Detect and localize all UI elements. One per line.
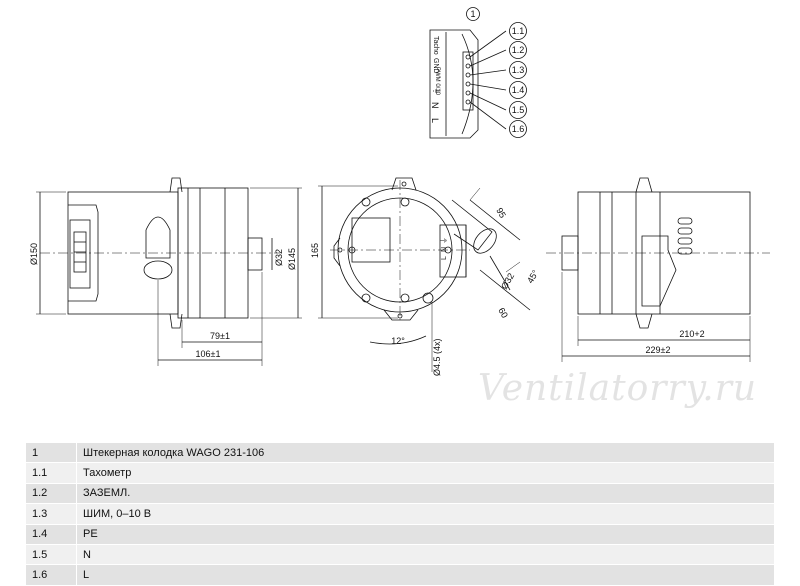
front-mini-label-n: N [441, 247, 448, 252]
legend-desc: L [76, 564, 774, 586]
callout-bubble-1-4 [509, 81, 527, 99]
callout-1-6: 1.6 [512, 124, 525, 134]
dim-front-dist: 95 [494, 206, 508, 220]
front-motor-block [351, 217, 391, 263]
connector-detail [429, 7, 527, 139]
legend-desc: ШИМ, 0–10 В [76, 503, 774, 525]
watermark: Ventilatorry.ru [478, 368, 758, 409]
dim-left-len-b: 106±1 [196, 349, 221, 359]
callout-bubble-1-3 [509, 61, 527, 79]
dim-front-angle-bottom: 12° [391, 336, 405, 346]
legend-num: 1.3 [26, 503, 77, 525]
dim-front-angle-side: 45° [525, 268, 541, 285]
callout-1: 1 [470, 9, 475, 19]
callout-bubble-1 [466, 7, 480, 21]
legend-desc: N [76, 544, 774, 566]
connector-outline [429, 29, 479, 139]
terminal-label-l: L [430, 118, 440, 123]
callout-1-4: 1.4 [512, 85, 525, 95]
front-outlet [451, 199, 493, 251]
dim-left-dia-spigot: Ø32 [274, 249, 284, 266]
legend-desc: Тахометр [76, 462, 774, 484]
callout-bubble-1-6 [509, 120, 527, 138]
terminal-label-ground: ⏚ [432, 87, 441, 95]
legend-num: 1.4 [26, 524, 77, 545]
dim-right-len-a: 210+2 [679, 329, 704, 339]
legend-num: 1 [26, 443, 77, 464]
legend-desc: Штекерная колодка WAGO 231-106 [76, 443, 774, 464]
dim-front-dia: Ø32 [499, 271, 516, 291]
callout-1-3: 1.3 [512, 65, 525, 75]
connector-terminals [465, 54, 471, 105]
callout-bubble-1-1 [509, 22, 527, 40]
front-mini-label-ground: ⏚ [440, 237, 448, 244]
legend-num: 1.5 [26, 544, 77, 566]
legend-num: 1.2 [26, 483, 77, 505]
callout-1-1: 1.1 [512, 26, 525, 36]
left-spigot [247, 237, 263, 271]
dim-front-offset: 60 [496, 306, 510, 320]
callout-1-2: 1.2 [512, 45, 525, 55]
legend-desc: PE [76, 524, 774, 545]
dim-left-dia-body: Ø145 [287, 248, 297, 270]
terminal-label-pwm: PWM 0/10 [434, 67, 440, 96]
terminal-label-gnd: GND [432, 58, 439, 74]
callout-bubble-1-5 [509, 101, 527, 119]
right-side-view [546, 177, 770, 362]
cable-gland [145, 216, 171, 259]
technical-drawing: 1 1.1 1.2 1.3 1.4 1.5 1.6 Tacho GND PWM … [29, 7, 770, 376]
terminal-label-tacho: Tacho [432, 36, 439, 55]
callout-bubble-1-2 [509, 41, 527, 59]
dim-left-len-a: 79±1 [210, 331, 230, 341]
right-plug-stack [677, 217, 693, 255]
legend-num: 1.6 [26, 564, 77, 586]
dim-left-dia-outer: Ø150 [29, 243, 39, 265]
front-view [318, 177, 531, 372]
connector-callout-labels: 1.1 1.2 1.3 1.4 1.5 1.6 [512, 26, 525, 134]
callout-1-5: 1.5 [512, 105, 525, 115]
connector-terminal-labels: Tacho GND PWM 0/10 ⏚ N L [430, 36, 441, 123]
legend-num: 1.1 [26, 462, 77, 484]
front-mini-label-l: L [441, 256, 448, 260]
terminal-label-n: N [430, 102, 440, 109]
legend-desc: ЗАЗЕМЛ. [76, 483, 774, 505]
dim-front-height: 165 [310, 243, 320, 258]
left-side-view [36, 177, 302, 366]
dim-right-len-b: 229±2 [646, 345, 671, 355]
dim-front-holes: Ø4.5 (4x) [432, 338, 442, 376]
